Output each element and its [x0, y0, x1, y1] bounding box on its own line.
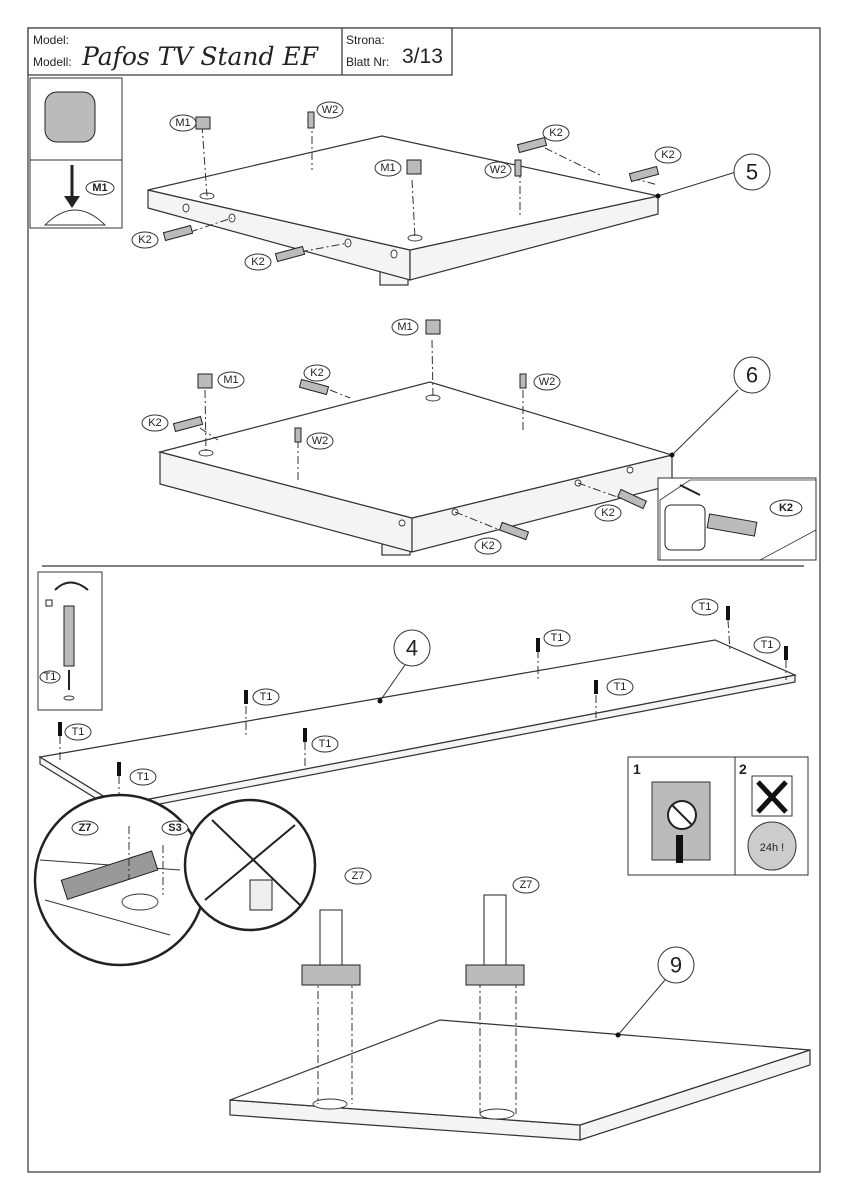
model-label: Model:	[33, 33, 69, 47]
callout-k2: K2	[594, 504, 622, 522]
svg-text:W2: W2	[312, 435, 329, 447]
panel-step-5	[147, 111, 737, 286]
svg-text:K2: K2	[481, 540, 494, 552]
svg-text:9: 9	[670, 953, 682, 978]
svg-text:T1: T1	[319, 738, 332, 750]
step-number-6: 6	[733, 356, 771, 394]
warning-panel-2-number: 2	[739, 761, 747, 777]
callout-k2: K2	[131, 231, 159, 249]
exclamation-icon	[676, 835, 683, 863]
callout-t1: T1	[753, 636, 781, 654]
callout-t1: T1	[606, 678, 634, 696]
page-label-de: Blatt Nr:	[346, 55, 389, 69]
step-number-4: 4	[393, 629, 431, 667]
wait-time-label: 24h !	[760, 842, 784, 854]
warning-inset: 1 2 24h !	[627, 756, 809, 876]
callout-m1: M1	[391, 318, 419, 336]
svg-text:4: 4	[406, 636, 418, 661]
svg-text:T1: T1	[260, 691, 273, 703]
page-number: 3/13	[402, 45, 443, 68]
callout-k2: K2	[141, 414, 169, 432]
warning-panel-1-number: 1	[633, 761, 641, 777]
svg-text:K2: K2	[549, 127, 562, 139]
svg-text:K2: K2	[251, 256, 264, 268]
svg-text:M1: M1	[223, 374, 238, 386]
no-power-drill-warning	[183, 798, 317, 932]
svg-text:5: 5	[746, 160, 758, 185]
svg-text:K2: K2	[148, 417, 161, 429]
callout-w2: W2	[316, 101, 344, 119]
callout-z7: Z7	[344, 867, 372, 885]
svg-text:K2: K2	[138, 234, 151, 246]
callout-k2: K2	[542, 124, 570, 142]
clock-icon	[747, 821, 797, 871]
callout-w2: W2	[484, 161, 512, 179]
step-number-9: 9	[657, 946, 695, 984]
callout-m1: M1	[374, 159, 402, 177]
dowel-glue-inset	[657, 477, 817, 561]
step-number-5: 5	[733, 153, 771, 191]
part-label-m1: M1	[92, 182, 107, 194]
callout-t1: T1	[543, 629, 571, 647]
model-label-de: Modell:	[33, 55, 72, 69]
callout-z7: Z7	[512, 876, 540, 894]
header-box: Model: Modell: Pafos TV Stand EF Strona:…	[27, 27, 453, 76]
callout-k2: K2	[244, 253, 272, 271]
callout-t1: T1	[252, 688, 280, 706]
callout-k2: K2	[474, 537, 502, 555]
cam-lock-inset: M1	[29, 77, 123, 229]
svg-text:K2: K2	[310, 367, 323, 379]
svg-text:T1: T1	[761, 639, 774, 651]
svg-text:M1: M1	[380, 162, 395, 174]
svg-text:T1: T1	[72, 726, 85, 738]
callout-k2-inset: K2	[779, 502, 793, 514]
model-name: Pafos TV Stand EF	[81, 42, 320, 71]
svg-text:W2: W2	[322, 104, 339, 116]
svg-text:T1: T1	[614, 681, 627, 693]
callout-k2: K2	[303, 364, 331, 382]
callout-z7-hinge: Z7	[79, 822, 92, 834]
svg-text:T1: T1	[699, 601, 712, 613]
hinge-detail	[33, 793, 207, 967]
callout-m1: M1	[169, 114, 197, 132]
part-callouts: M1 W2 M1 K2 W2 K2 K2 K2 M1 K2 M1 W2 K2 W…	[39, 101, 793, 894]
svg-text:K2: K2	[601, 507, 614, 519]
callout-t1: T1	[311, 735, 339, 753]
svg-text:W2: W2	[539, 376, 556, 388]
svg-text:W2: W2	[490, 164, 507, 176]
callout-k2: K2	[654, 146, 682, 164]
svg-text:6: 6	[746, 363, 758, 388]
callout-t1-inset: T1	[39, 670, 61, 684]
callout-w2: W2	[306, 432, 334, 450]
svg-text:Z7: Z7	[352, 870, 365, 882]
page-label: Strona:	[346, 33, 385, 47]
panel-step-9	[229, 894, 811, 1141]
svg-text:T1: T1	[551, 632, 564, 644]
callout-t1: T1	[691, 598, 719, 616]
svg-text:M1: M1	[397, 321, 412, 333]
svg-text:T1: T1	[137, 771, 150, 783]
callout-m1: M1	[217, 371, 245, 389]
svg-text:K2: K2	[661, 149, 674, 161]
panel-step-6	[157, 319, 739, 556]
svg-text:M1: M1	[175, 117, 190, 129]
connector-inset	[37, 571, 103, 711]
callout-t1: T1	[129, 768, 157, 786]
callout-w2: W2	[533, 373, 561, 391]
callout-t1: T1	[64, 723, 92, 741]
svg-text:Z7: Z7	[520, 879, 533, 891]
callout-s3: S3	[168, 822, 181, 834]
svg-text:T1: T1	[44, 671, 57, 683]
